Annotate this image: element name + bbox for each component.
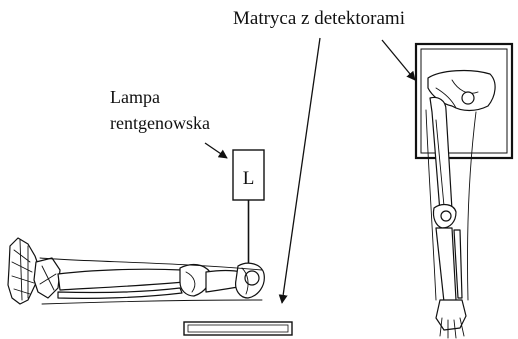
standing-leg-skeleton [426, 71, 495, 338]
detector-matrix-label: Matryca z detektorami [233, 8, 405, 29]
xray-lamp-label-line2: rentgenowska [110, 113, 210, 133]
matrix-pointer-to-frame [382, 40, 415, 80]
lying-leg-skeleton [8, 238, 264, 304]
detector-plate [184, 322, 292, 335]
lamp-pointer [205, 143, 227, 158]
matrix-pointer-to-plate [282, 38, 320, 303]
lamp-letter: L [243, 168, 255, 189]
xray-lamp-label-line1: Lampa [110, 87, 160, 107]
